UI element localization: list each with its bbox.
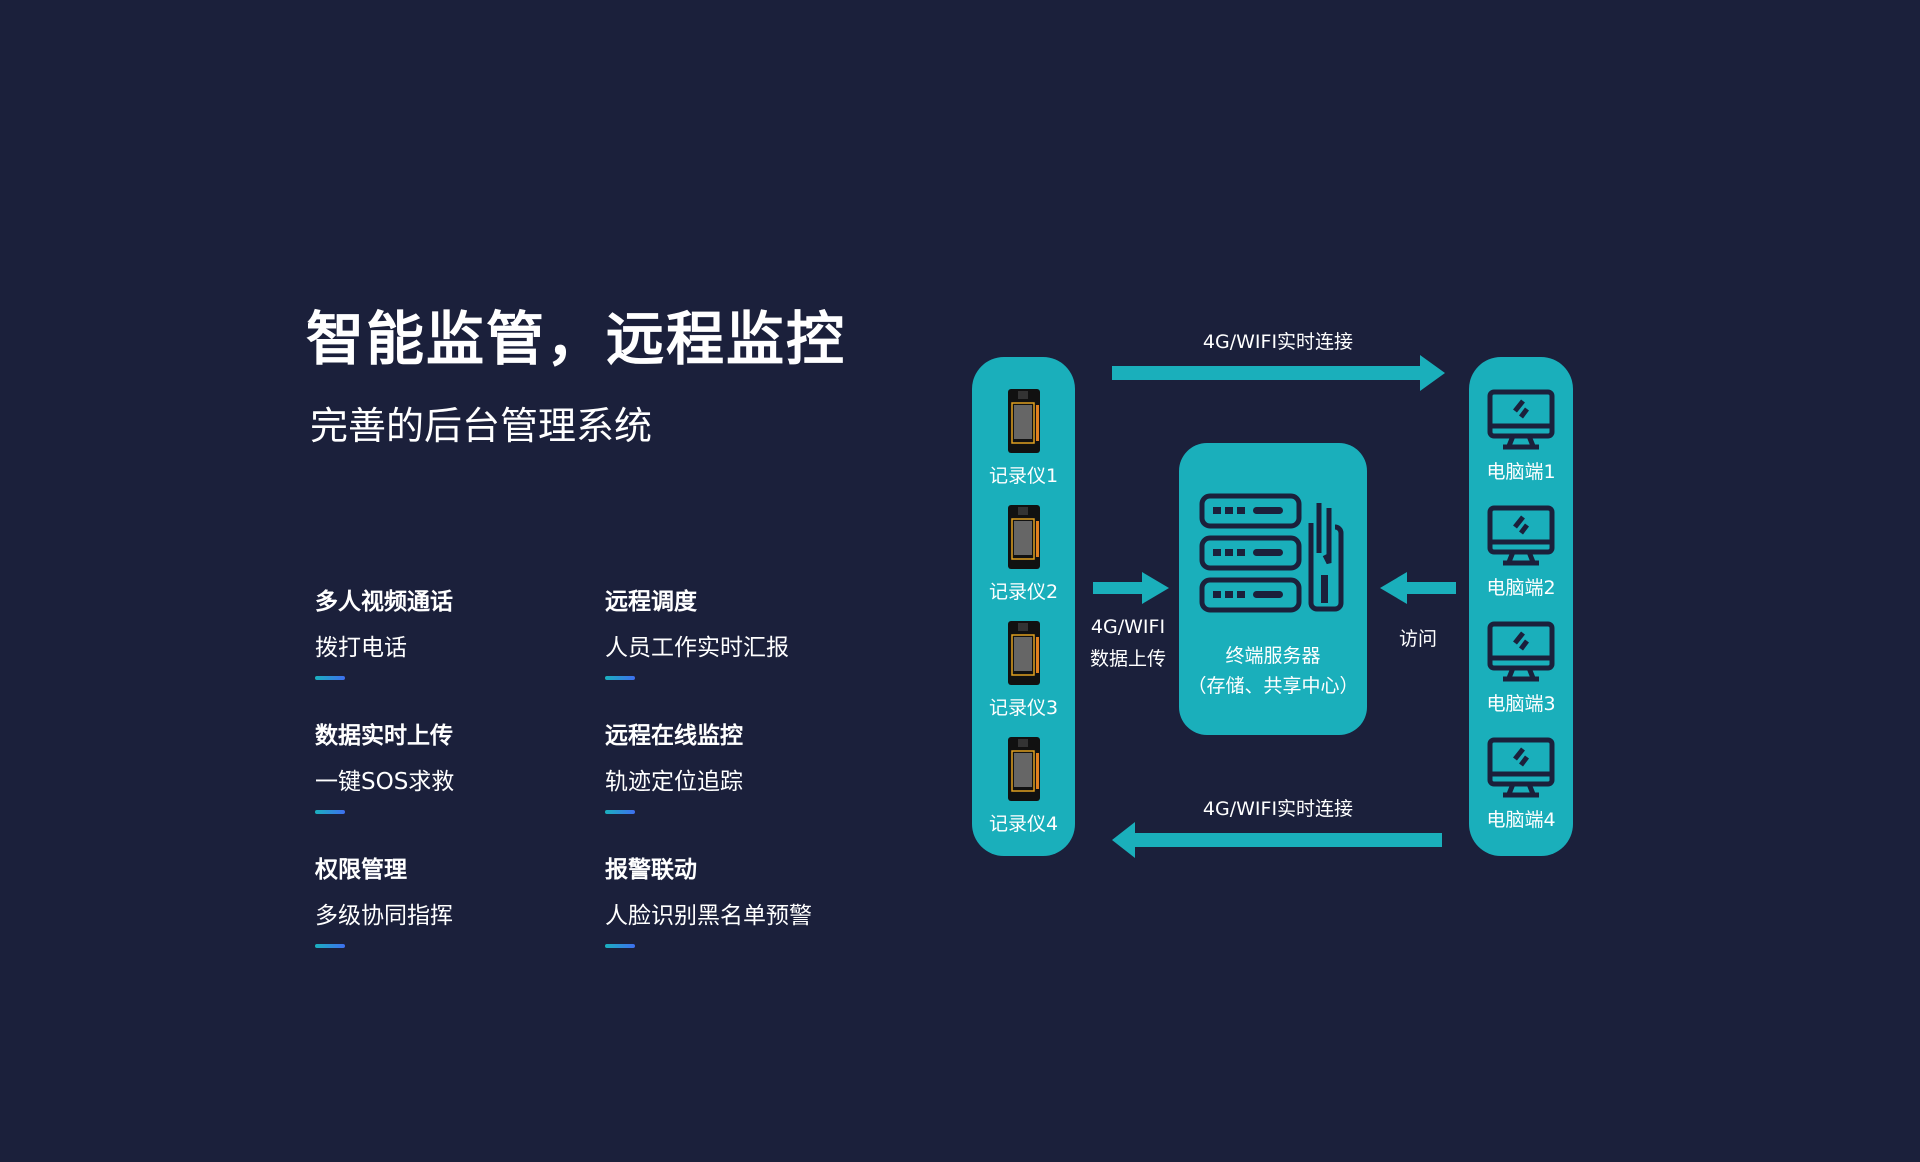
monitor-icon (1487, 389, 1555, 450)
computer-label: 电脑端2 (1486, 577, 1556, 599)
monitor-icon (1487, 737, 1555, 798)
body-camera-icon (1007, 737, 1040, 801)
server-desc: （存储、共享中心） (1187, 675, 1359, 697)
feature-desc: 拨打电话 (315, 635, 407, 661)
feature-underline (605, 944, 635, 948)
recorder-group: 记录仪1 记录仪2 记录仪3 记录仪4 (972, 357, 1075, 856)
upload-label-1: 4G/WIFI (1090, 616, 1166, 638)
recorder-label: 记录仪4 (988, 813, 1059, 835)
computer-group: 电脑端1 电脑端2 电脑端3 电脑端4 (1469, 357, 1573, 856)
page-subtitle: 完善的后台管理系统 (310, 404, 653, 448)
computer-label: 电脑端1 (1486, 461, 1556, 483)
upload-arrow (1093, 572, 1169, 604)
feature-title: 权限管理 (315, 857, 407, 883)
feature-title: 远程在线监控 (605, 723, 743, 749)
access-arrow (1380, 572, 1456, 604)
connection-arrows (1093, 355, 1456, 858)
computer-label: 电脑端3 (1486, 693, 1556, 715)
recorder-item: 记录仪1 (972, 387, 1075, 488)
computer-item: 电脑端3 (1469, 621, 1573, 716)
bottom-arrow-label: 4G/WIFI实时连接 (1202, 798, 1354, 820)
recorder-item: 记录仪4 (972, 735, 1075, 836)
computer-item: 电脑端4 (1469, 737, 1573, 832)
body-camera-icon (1007, 505, 1040, 569)
access-label: 访问 (1398, 628, 1437, 650)
feature-title: 远程调度 (605, 589, 697, 615)
top-arrow-label: 4G/WIFI实时连接 (1202, 331, 1354, 353)
top-arrow (1112, 355, 1445, 391)
feature-item: 权限管理多级协同指挥 (315, 850, 575, 948)
feature-underline (605, 676, 635, 680)
feature-desc: 轨迹定位追踪 (605, 769, 743, 795)
bottom-arrow (1112, 822, 1442, 858)
upload-label-2: 数据上传 (1089, 648, 1166, 670)
feature-underline (605, 810, 635, 814)
feature-desc: 多级协同指挥 (315, 903, 453, 929)
body-camera-icon (1007, 621, 1040, 685)
recorder-label: 记录仪1 (988, 465, 1059, 487)
feature-underline (315, 810, 345, 814)
page-title: 智能监管，远程监控 (306, 305, 847, 373)
feature-desc: 人脸识别黑名单预警 (605, 903, 812, 929)
feature-underline (315, 944, 345, 948)
feature-desc: 人员工作实时汇报 (605, 635, 789, 661)
monitor-icon (1487, 505, 1555, 566)
feature-item: 远程调度人员工作实时汇报 (605, 582, 865, 680)
server-box: 终端服务器 （存储、共享中心） (1179, 443, 1367, 735)
computer-label: 电脑端4 (1486, 809, 1556, 831)
body-camera-icon (1007, 389, 1040, 453)
feature-item: 数据实时上传一键SOS求救 (315, 716, 575, 814)
feature-title: 报警联动 (605, 857, 697, 883)
feature-title: 数据实时上传 (315, 723, 453, 749)
monitor-icon (1487, 621, 1555, 682)
recorder-label: 记录仪3 (988, 697, 1059, 719)
computer-item: 电脑端2 (1469, 505, 1573, 600)
recorder-item: 记录仪2 (972, 503, 1075, 604)
feature-desc: 一键SOS求救 (315, 769, 455, 795)
recorder-item: 记录仪3 (972, 619, 1075, 720)
feature-underline (315, 676, 345, 680)
server-icon (1199, 493, 1344, 613)
feature-item: 报警联动人脸识别黑名单预警 (605, 850, 865, 948)
feature-title: 多人视频通话 (315, 589, 453, 615)
recorder-label: 记录仪2 (988, 581, 1059, 603)
server-name: 终端服务器 (1225, 645, 1321, 667)
feature-item: 远程在线监控轨迹定位追踪 (605, 716, 865, 814)
feature-item: 多人视频通话拨打电话 (315, 582, 575, 680)
computer-item: 电脑端1 (1469, 389, 1573, 484)
